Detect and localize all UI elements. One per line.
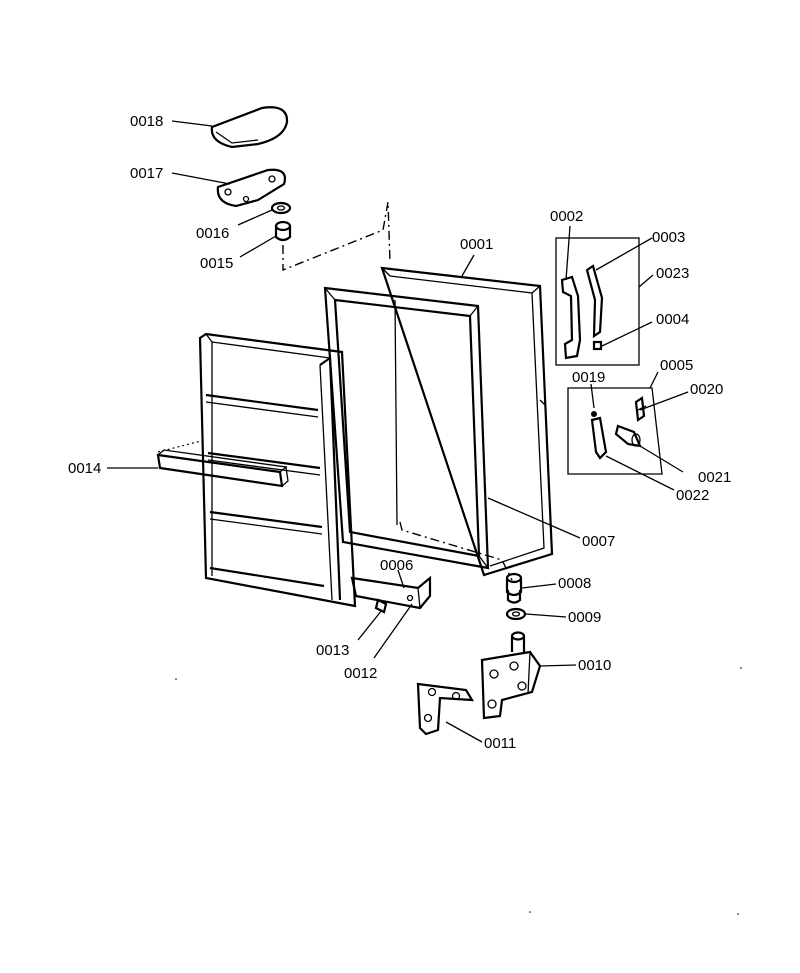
label-0010: 0010 bbox=[578, 657, 611, 674]
label-0022: 0022 bbox=[676, 487, 709, 504]
hinge-pin-0008 bbox=[505, 572, 523, 604]
bushing-0015 bbox=[274, 220, 292, 242]
latch-0022 bbox=[590, 411, 608, 460]
label-0018: 0018 bbox=[130, 113, 163, 130]
handle-insert-0003 bbox=[585, 264, 604, 339]
label-0011: 0011 bbox=[484, 735, 516, 752]
label-0012: 0012 bbox=[344, 665, 377, 682]
washer-0016 bbox=[270, 201, 292, 215]
bottom-bracket-0006 bbox=[350, 575, 432, 610]
screw-0013 bbox=[374, 598, 388, 614]
inner-door-liner-0014 bbox=[198, 332, 357, 608]
top-axis-line bbox=[282, 201, 391, 272]
label-0009: 0009 bbox=[568, 609, 601, 626]
label-0002: 0002 bbox=[550, 208, 583, 225]
label-0015: 0015 bbox=[200, 255, 233, 272]
door-shelf-bar-0014 bbox=[156, 449, 289, 488]
label-0008: 0008 bbox=[558, 575, 591, 592]
handle-assembly-box-0023 bbox=[555, 237, 640, 366]
washer-0009 bbox=[505, 607, 527, 621]
scan-specks bbox=[175, 667, 742, 915]
handle-0002 bbox=[560, 275, 582, 360]
lock-pin-0021 bbox=[614, 424, 642, 448]
leader-lines bbox=[107, 120, 689, 743]
label-0013: 0013 bbox=[316, 642, 349, 659]
label-0004: 0004 bbox=[656, 311, 689, 328]
label-0005: 0005 bbox=[660, 357, 693, 374]
lock-assembly-box-0005 bbox=[567, 387, 663, 475]
bottom-hinge-0010 bbox=[480, 631, 542, 720]
handle-clip-0004 bbox=[592, 340, 603, 351]
top-hinge-plate-0017 bbox=[216, 168, 286, 208]
bottom-axis-line bbox=[399, 521, 513, 581]
spring-clip-0020 bbox=[634, 396, 647, 422]
label-0020: 0020 bbox=[690, 381, 723, 398]
label-0007: 0007 bbox=[582, 533, 615, 550]
label-0001: 0001 bbox=[460, 236, 493, 253]
hinge-bracket-0011 bbox=[416, 682, 475, 736]
top-hinge-cover-0018 bbox=[210, 106, 289, 149]
door-gasket-0007 bbox=[323, 286, 490, 570]
label-0021: 0021 bbox=[698, 469, 731, 486]
label-0016: 0016 bbox=[196, 225, 229, 242]
part-labels: 0018 0017 0016 0015 0001 0002 0003 0023 … bbox=[68, 113, 731, 752]
shelf-dashed-line bbox=[157, 439, 206, 453]
outer-door-panel-0001 bbox=[380, 266, 554, 577]
label-0003: 0003 bbox=[652, 229, 685, 246]
label-0014: 0014 bbox=[68, 460, 101, 477]
label-0006: 0006 bbox=[380, 557, 413, 574]
label-0017: 0017 bbox=[130, 165, 163, 182]
label-0023: 0023 bbox=[656, 265, 689, 282]
label-0019: 0019 bbox=[572, 369, 605, 386]
